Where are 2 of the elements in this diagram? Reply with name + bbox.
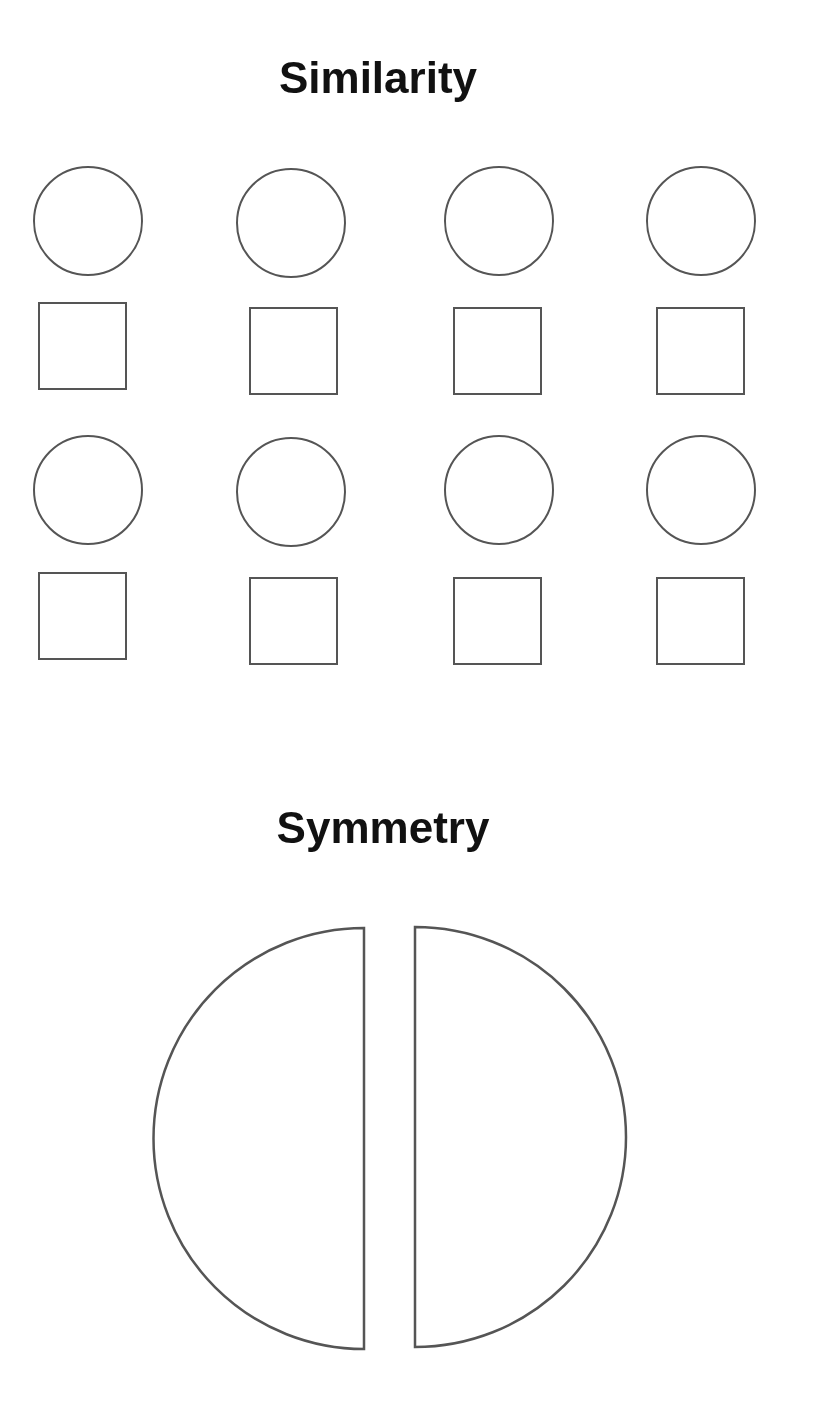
- section-heading: Similarity: [278, 53, 478, 103]
- section-heading: Symmetry: [276, 803, 490, 853]
